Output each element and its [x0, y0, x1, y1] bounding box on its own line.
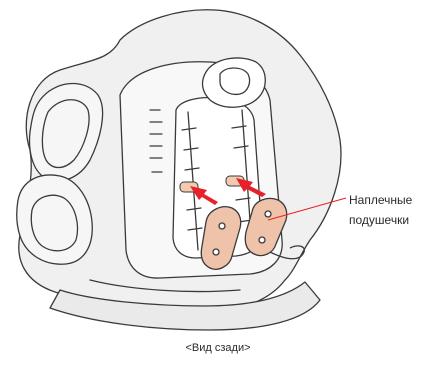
callout-line-1: Наплечные [349, 190, 433, 210]
view-caption: <Вид сзади> [0, 342, 436, 354]
callout-label: Наплечные подушечки [349, 190, 433, 230]
callout-line-2: подушечки [349, 210, 433, 230]
headrest-adjuster [203, 58, 266, 107]
